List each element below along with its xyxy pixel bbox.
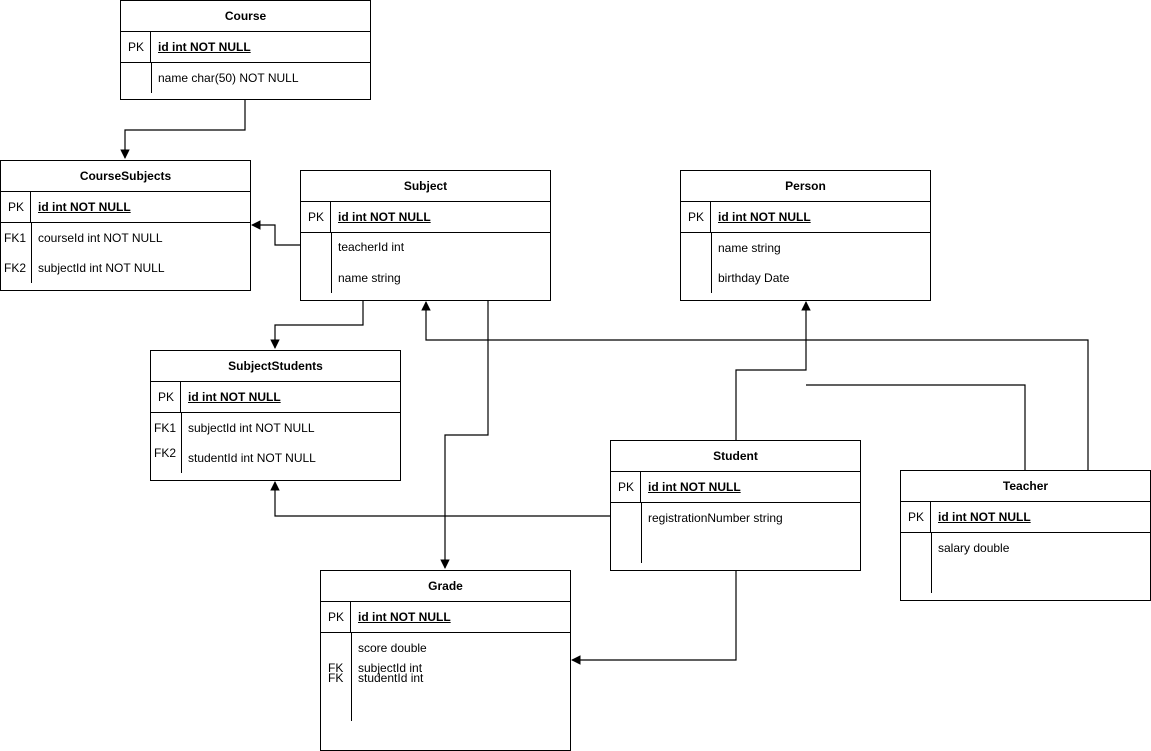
- edge-subject-to-coursesubjects: [251, 220, 300, 246]
- pk-field: id int NOT NULL: [188, 390, 281, 404]
- entity-student[interactable]: Student PK id int NOT NULL registrationN…: [610, 440, 861, 571]
- entity-body: registrationNumber string: [611, 503, 860, 571]
- field: registrationNumber string: [648, 511, 783, 525]
- entity-subject[interactable]: Subject PK id int NOT NULL teacherId int…: [300, 170, 551, 301]
- fk-label: FK2: [4, 261, 27, 275]
- entity-coursesubjects[interactable]: CourseSubjects PK id int NOT NULL FK1 co…: [0, 160, 251, 291]
- field: name string: [718, 241, 781, 255]
- entity-title: Subject: [301, 171, 550, 202]
- field: score double: [358, 641, 427, 655]
- pk-label: PK: [7, 200, 24, 214]
- pk-label: PK: [127, 40, 144, 54]
- primary-key-row: PK id int NOT NULL: [321, 602, 570, 633]
- entity-title: SubjectStudents: [151, 351, 400, 382]
- entity-title: CourseSubjects: [1, 161, 250, 192]
- entity-person[interactable]: Person PK id int NOT NULL name string bi…: [680, 170, 931, 301]
- pk-field: id int NOT NULL: [38, 200, 131, 214]
- field: studentId int: [358, 671, 424, 685]
- entity-grade[interactable]: Grade PK id int NOT NULL score double FK…: [320, 570, 571, 751]
- entity-body: name string birthday Date: [681, 233, 930, 301]
- pk-field: id int NOT NULL: [938, 510, 1031, 524]
- primary-key-row: PK id int NOT NULL: [611, 472, 860, 503]
- edge-course-to-coursesubjects: [120, 100, 246, 159]
- entity-title: Teacher: [901, 471, 1150, 502]
- pk-field: id int NOT NULL: [358, 610, 451, 624]
- pk-label: PK: [617, 480, 634, 494]
- fk-label: FK1: [4, 231, 27, 245]
- entity-body: score double FK subjectId int FK student…: [321, 633, 570, 751]
- field: courseId int NOT NULL: [38, 231, 163, 245]
- pk-label: PK: [157, 390, 174, 404]
- entity-teacher[interactable]: Teacher PK id int NOT NULL salary double: [900, 470, 1151, 601]
- primary-key-row: PK id int NOT NULL: [121, 32, 370, 63]
- pk-label: PK: [307, 210, 324, 224]
- fk-label: FK1: [154, 421, 177, 435]
- entity-body: name char(50) NOT NULL: [121, 63, 370, 101]
- primary-key-row: PK id int NOT NULL: [681, 202, 930, 233]
- entity-course[interactable]: Course PK id int NOT NULL name char(50) …: [120, 0, 371, 100]
- entity-title: Person: [681, 171, 930, 202]
- fk-label: FK2: [154, 446, 177, 460]
- pk-field: id int NOT NULL: [338, 210, 431, 224]
- entity-subjectstudents[interactable]: SubjectStudents PK id int NOT NULL FK1 s…: [150, 350, 401, 481]
- entity-body: FK1 subjectId int NOT NULL FK2 studentId…: [151, 413, 400, 481]
- entity-body: teacherId int name string: [301, 233, 550, 301]
- field: studentId int NOT NULL: [188, 451, 316, 465]
- primary-key-row: PK id int NOT NULL: [301, 202, 550, 233]
- fk-label: FK: [328, 671, 344, 685]
- field: subjectId int NOT NULL: [188, 421, 315, 435]
- pk-field: id int NOT NULL: [648, 480, 741, 494]
- pk-field: id int NOT NULL: [718, 210, 811, 224]
- pk-label: PK: [907, 510, 924, 524]
- edge-student-to-grade: [571, 570, 737, 665]
- primary-key-row: PK id int NOT NULL: [151, 382, 400, 413]
- entity-body: FK1 courseId int NOT NULL FK2 subjectId …: [1, 223, 250, 291]
- entity-title: Student: [611, 441, 860, 472]
- edge-student-to-person: [735, 301, 811, 440]
- field: name char(50) NOT NULL: [158, 71, 299, 85]
- primary-key-row: PK id int NOT NULL: [1, 192, 250, 223]
- field: salary double: [938, 541, 1010, 555]
- field: subjectId int: [358, 661, 423, 675]
- field: subjectId int NOT NULL: [38, 261, 165, 275]
- pk-field: id int NOT NULL: [158, 40, 251, 54]
- pk-label: PK: [327, 610, 344, 624]
- pk-label: PK: [687, 210, 704, 224]
- edge-subject-to-grade: [440, 300, 489, 569]
- field: birthday Date: [718, 271, 790, 285]
- fk-label: FK: [328, 661, 344, 675]
- entity-title: Course: [121, 1, 370, 32]
- primary-key-row: PK id int NOT NULL: [901, 502, 1150, 533]
- edge-teacher-to-person: [806, 384, 1026, 470]
- field: name string: [338, 271, 401, 285]
- edge-student-to-subjectstudents: [270, 481, 610, 517]
- field: teacherId int: [338, 240, 405, 254]
- edge-subject-to-subjectstudents: [270, 300, 364, 349]
- entity-title: Grade: [321, 571, 570, 602]
- edge-teacher-to-subject: [421, 301, 1089, 470]
- entity-body: salary double: [901, 533, 1150, 601]
